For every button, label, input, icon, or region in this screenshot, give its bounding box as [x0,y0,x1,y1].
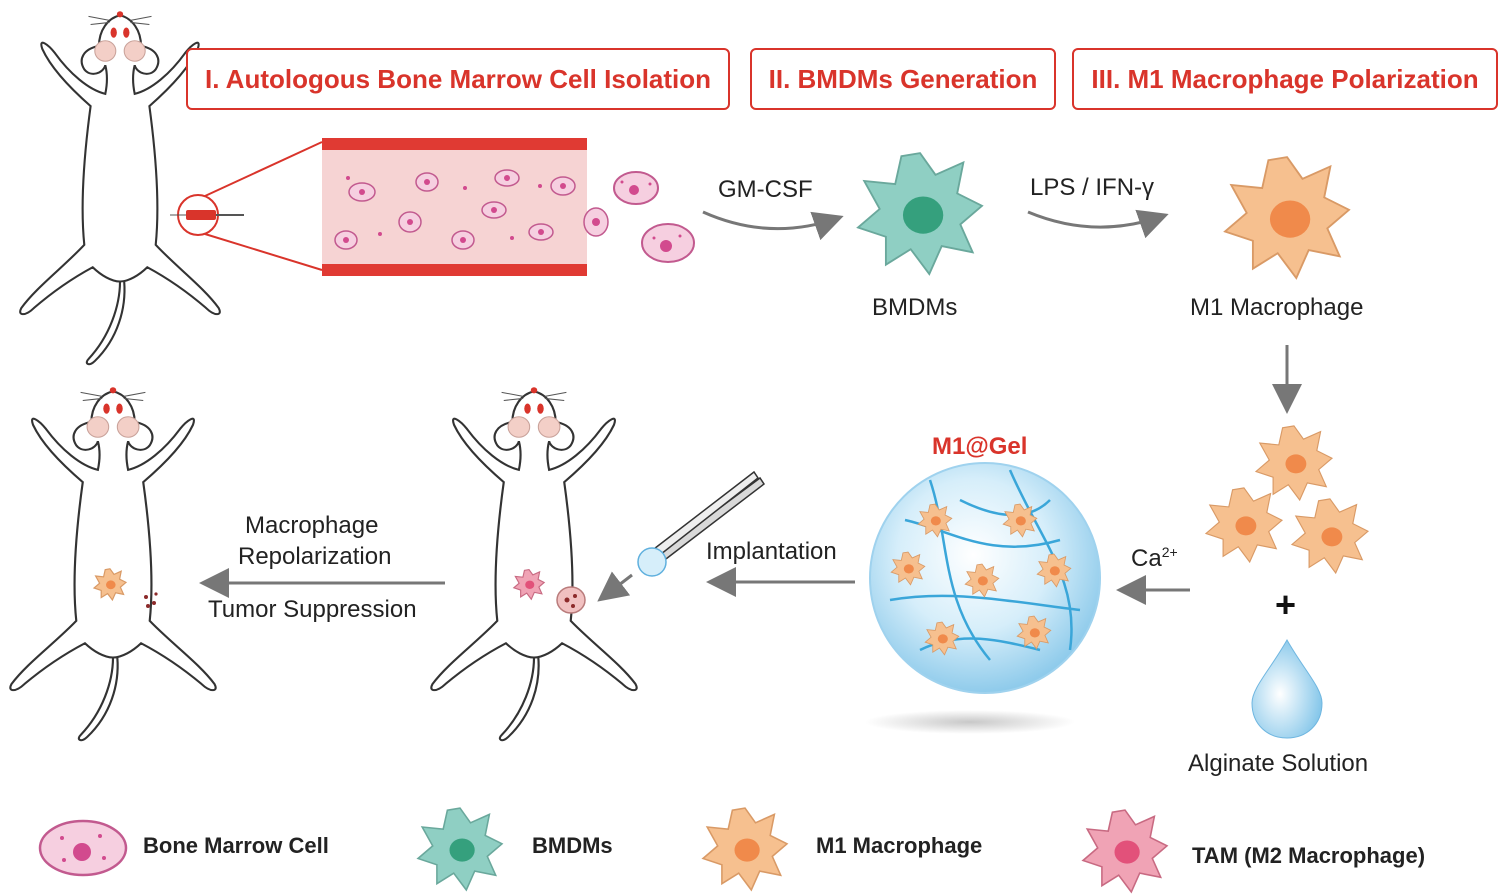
tumor-with-tam [513,568,586,614]
m1-macrophage-label: M1 Macrophage [1190,294,1364,321]
mouse-treated [9,386,217,742]
stage-2-label: II. BMDMs Generation [768,63,1038,94]
legend-tam: TAM (M2 Macrophage) [1192,843,1426,868]
implantation-label: Implantation [706,538,837,565]
arrow-lps [1027,209,1169,239]
ca-charge: 2+ [1161,544,1178,560]
m1-gel-title: M1@Gel [932,433,1028,460]
gel-shadow [865,710,1075,734]
ca-label: Ca2+ [1131,544,1178,573]
m1-gel-sphere [869,462,1101,694]
repolarization-label-2: Repolarization [238,543,392,570]
stage-3-box: III. M1 Macrophage Polarization [1072,48,1498,110]
bmdm-cell-icon [417,807,503,891]
legend-m1-macrophage: M1 Macrophage [816,833,983,858]
gmcsf-label: GM-CSF [718,176,813,203]
lps-ifn-label: LPS / IFN-γ [1030,174,1155,201]
plus-sign: + [1275,584,1297,625]
bone-marrow-cell-icon [38,819,128,877]
tweezers-icon [637,470,766,577]
syringe-icon [170,194,244,236]
bone-marrow-cells-released [613,171,695,263]
stage-1-label: I. Autologous Bone Marrow Cell Isolation [204,63,712,94]
m1-macrophage-icon [702,807,788,891]
bmdm-cell [857,152,983,275]
tumor-suppression-label: Tumor Suppression [208,596,417,623]
legend-bone-marrow-cell: Bone Marrow Cell [143,833,329,858]
tam-m2-macrophage-icon [1082,809,1168,893]
bmdms-label: BMDMs [872,294,958,321]
repolarized-macrophage [93,568,158,608]
bone-marrow-vessel [322,138,609,276]
stage-1-box: I. Autologous Bone Marrow Cell Isolation [186,48,730,110]
m1-macrophage-cell [1224,156,1350,279]
arrow-gmcsf [702,210,844,241]
mouse-tumor [430,386,638,742]
arrow-implant-site [597,571,633,602]
stage-2-box: II. BMDMs Generation [750,48,1056,110]
ca-base: Ca [1131,545,1162,572]
repolarization-label-1: Macrophage [245,512,379,539]
stage-3-label: III. M1 Macrophage Polarization [1091,63,1479,94]
alginate-label: Alginate Solution [1188,750,1369,777]
alginate-drop-icon [1251,638,1323,739]
legend-bmdms: BMDMs [532,833,613,858]
